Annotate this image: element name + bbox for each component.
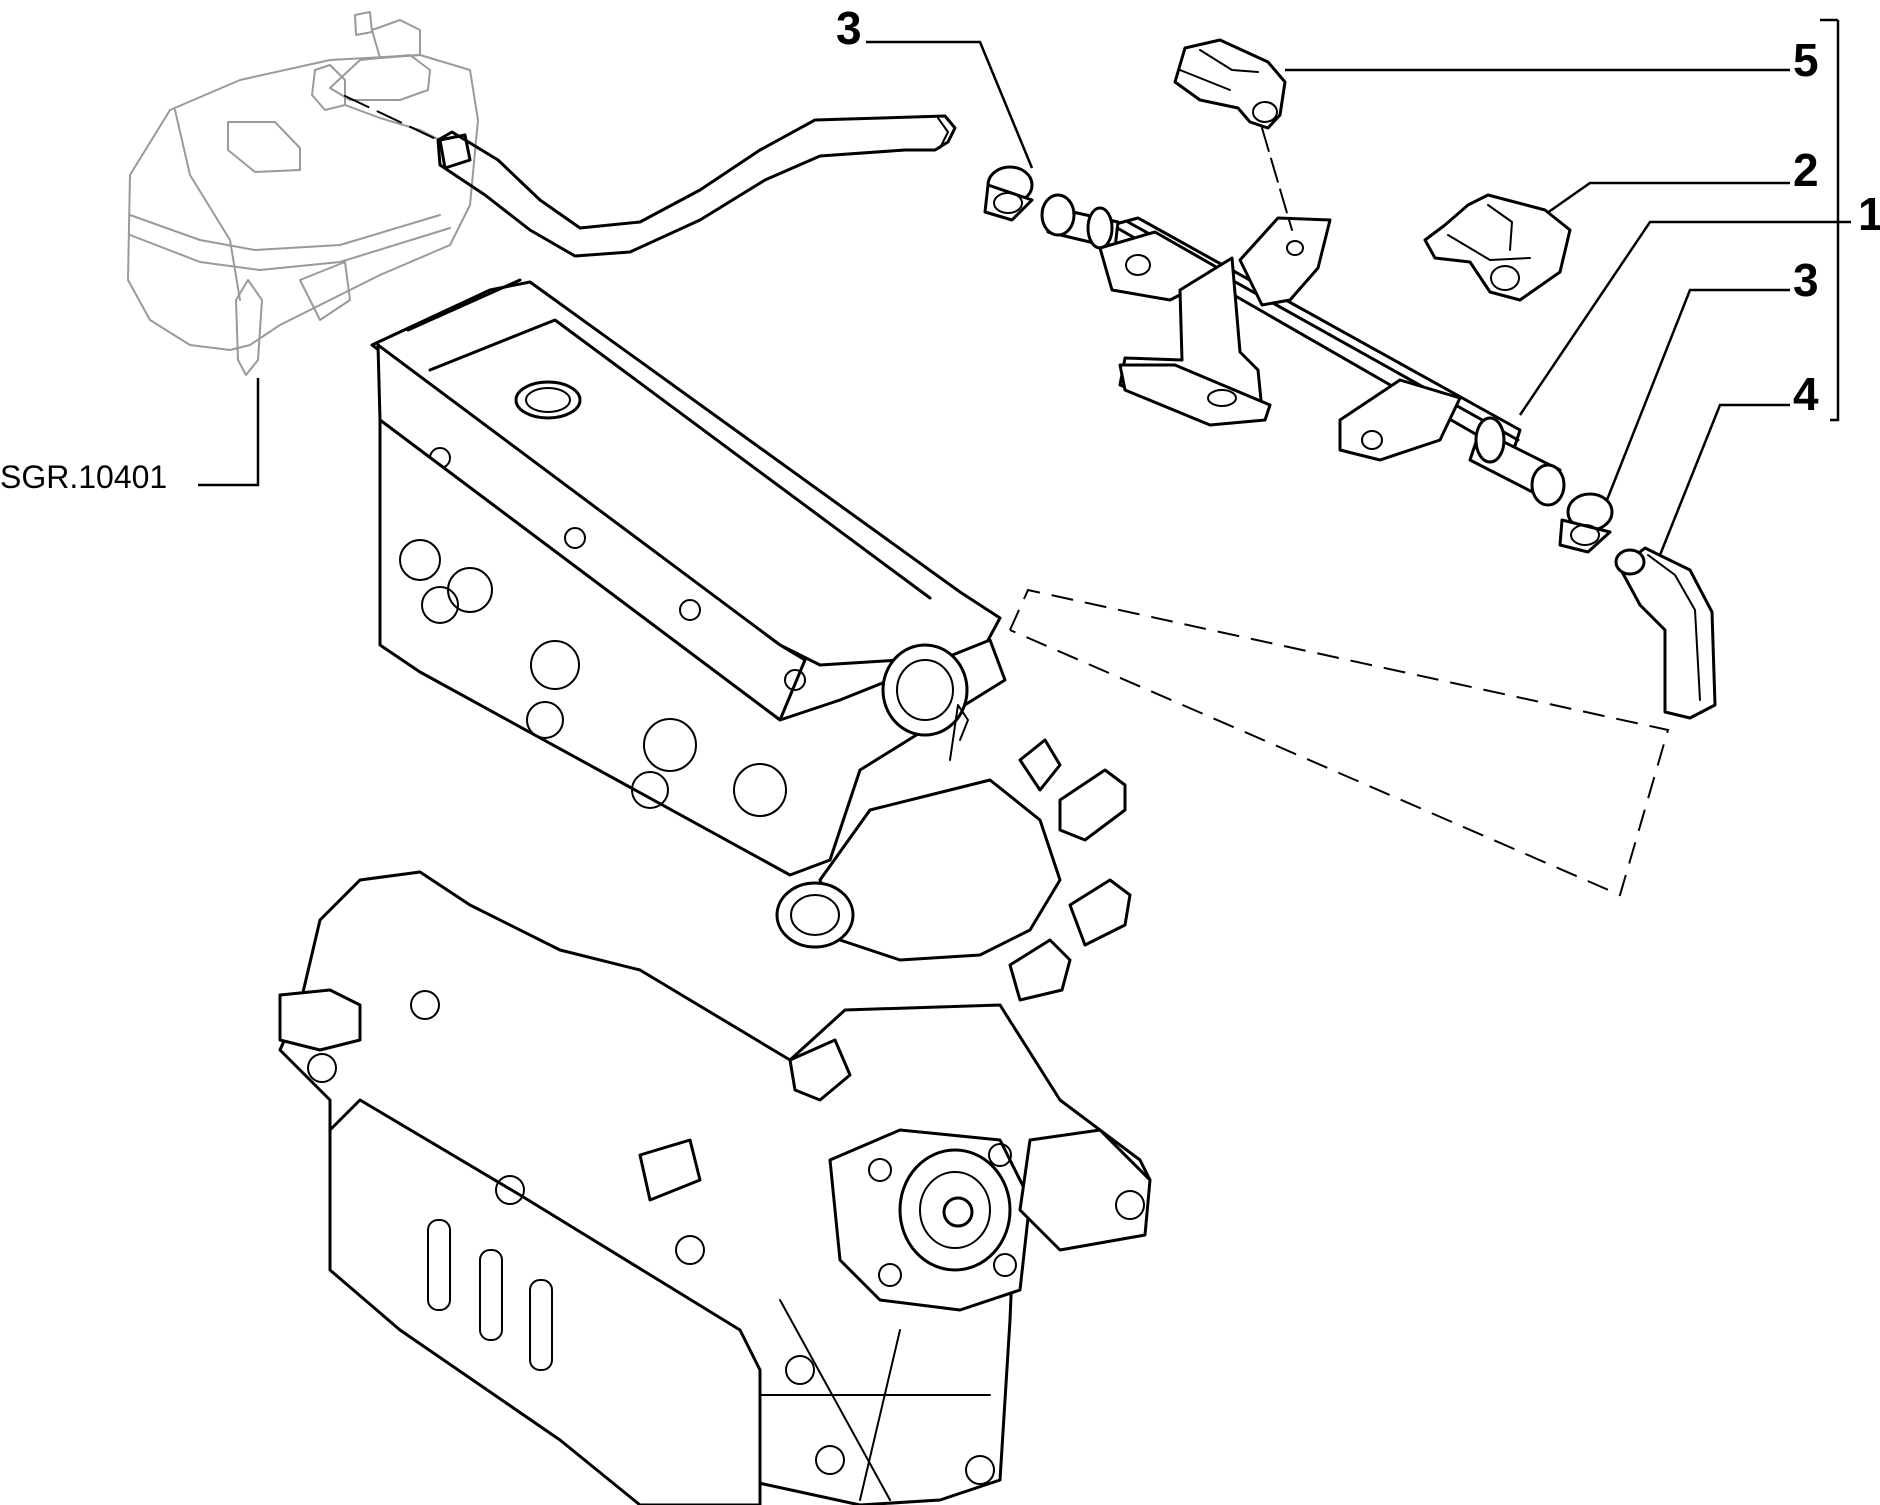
callout-3-right: 3 (1793, 254, 1819, 306)
intake-ports (399, 539, 787, 817)
timing-cover (828, 1128, 1032, 1312)
quick-connector-5 (1173, 38, 1293, 231)
assembly-path (1009, 588, 1670, 897)
coolant-pipe-assembly (1040, 193, 1566, 507)
hose-clamp-right (1558, 492, 1614, 554)
leader-lines (866, 18, 1851, 556)
engine-mount-left (278, 988, 525, 1205)
tank-overflow-hose (344, 95, 957, 258)
engine-mount-bracket (638, 1038, 1152, 1501)
callout-4: 4 (1793, 368, 1819, 420)
reference-code-label: SGR.10401 (0, 459, 167, 495)
thermostat-housing (775, 704, 1132, 1002)
expansion-tank (127, 11, 479, 376)
callout-labels: 3 5 2 1 3 4 (836, 2, 1880, 420)
coolant-hose-4 (1614, 546, 1717, 720)
callout-5: 5 (1793, 34, 1819, 86)
callout-3-top: 3 (836, 2, 862, 54)
hose-clamp-top (983, 165, 1034, 222)
callout-2: 2 (1793, 144, 1819, 196)
engine-block (278, 278, 1152, 1505)
reference-callout: SGR.10401 (0, 378, 260, 495)
quick-connector-2 (1423, 193, 1572, 302)
oil-pan-ribs (427, 1219, 553, 1371)
callout-1: 1 (1858, 188, 1880, 240)
